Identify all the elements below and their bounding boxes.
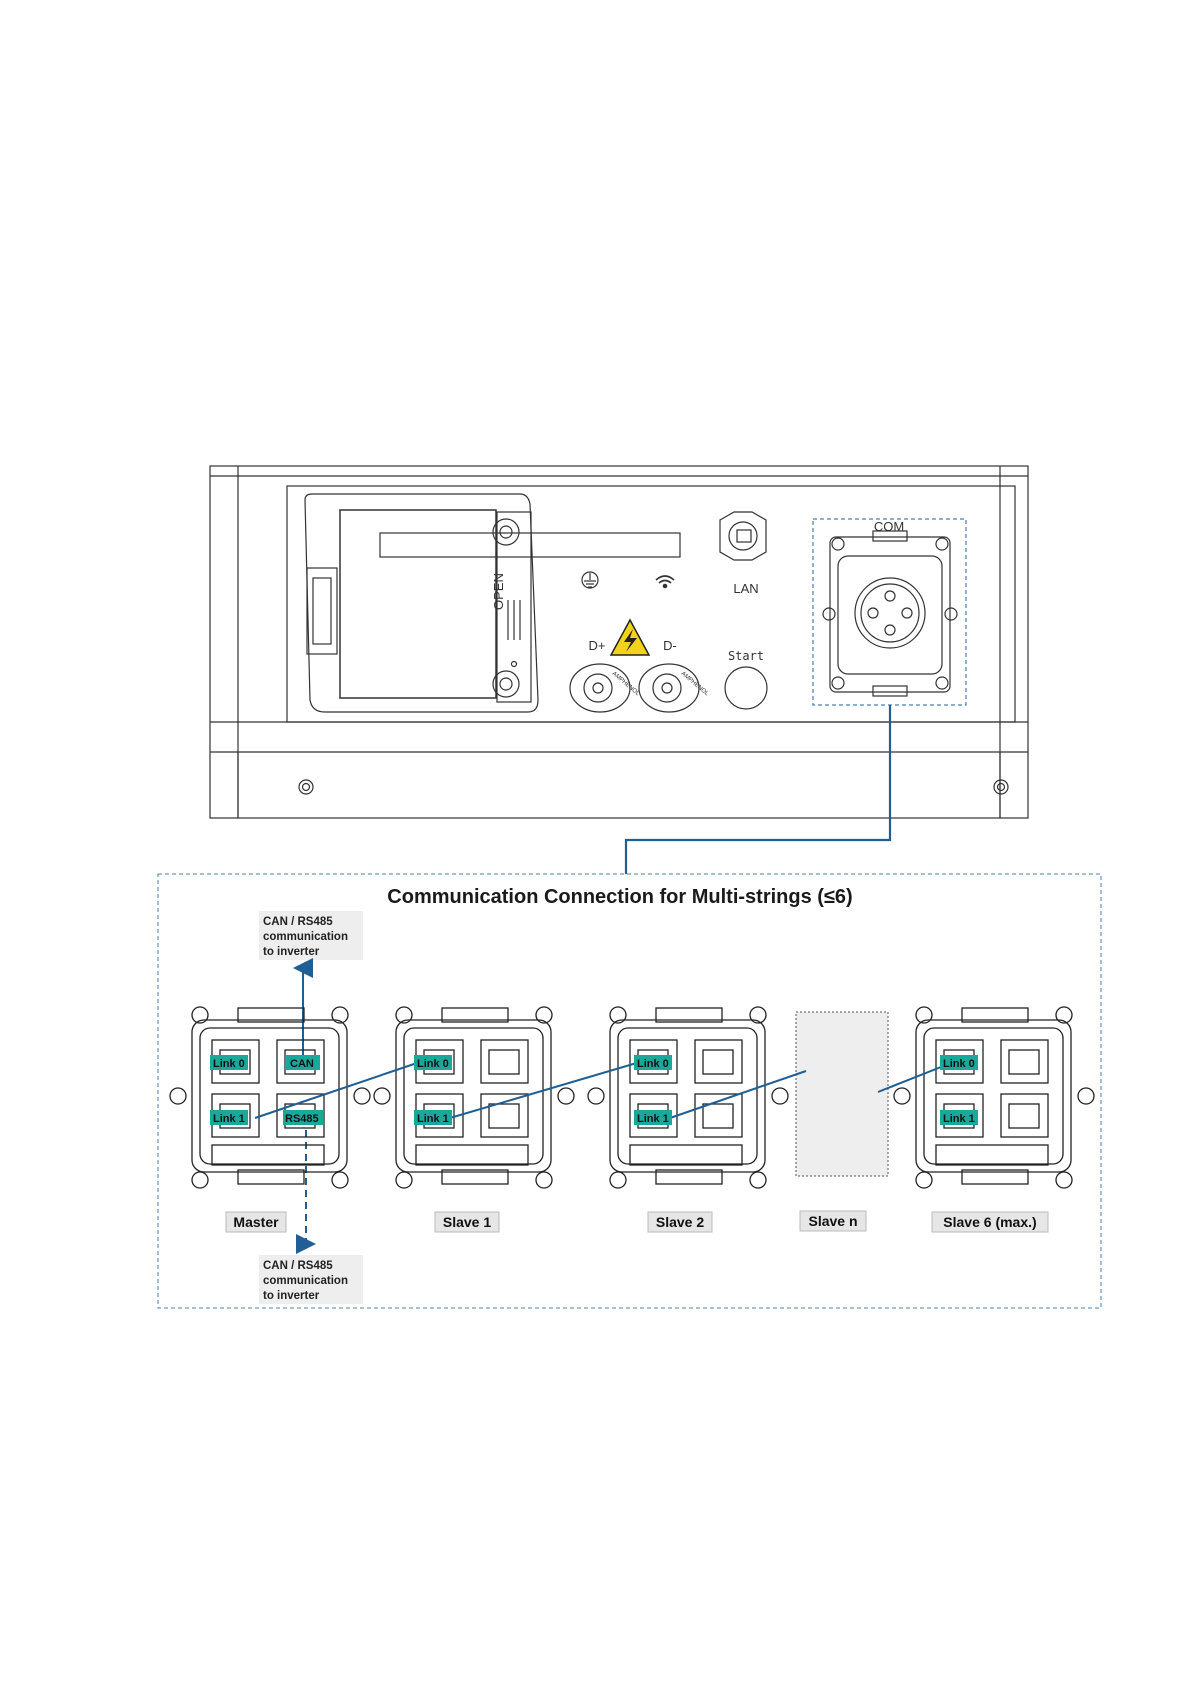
high-voltage-warning-icon: [611, 620, 649, 655]
slave1-link0-tag: Link 0: [417, 1058, 449, 1070]
base-screw-right-icon: [994, 780, 1008, 794]
link-master-to-slave1: [255, 1062, 420, 1118]
slave-n-placeholder: [796, 1012, 888, 1176]
battery-front-panel: OPEN LAN: [210, 466, 1028, 818]
lan-port-gland-icon: [720, 512, 766, 560]
d-minus-label: D-: [663, 638, 677, 653]
master-link1-tag: Link 1: [213, 1113, 245, 1125]
unit-label-slaven: Slave n: [808, 1213, 857, 1229]
unit-label-slave2: Slave 2: [656, 1214, 704, 1230]
display-window: OPEN: [305, 494, 538, 712]
start-button[interactable]: [725, 667, 767, 709]
antenna-bar: [380, 533, 680, 557]
slave1-link1-tag: Link 1: [417, 1113, 449, 1125]
slave2-link1-tag: Link 1: [637, 1113, 669, 1125]
com-connector-icon: [823, 531, 957, 696]
unit-label-slave1: Slave 1: [443, 1214, 491, 1230]
slave6-link0-tag: Link 0: [943, 1058, 975, 1070]
slave6-link1-tag: Link 1: [943, 1113, 975, 1125]
link-slave1-to-slave2: [450, 1062, 640, 1118]
open-label: OPEN: [491, 573, 506, 610]
d-plus-label: D+: [589, 638, 606, 653]
master-rs485-tag: RS485: [285, 1113, 319, 1125]
d-minus-connector-icon: AMPHENOL: [639, 664, 710, 712]
master-can-tag: CAN: [290, 1058, 314, 1070]
slave-6-unit: [894, 1007, 1094, 1188]
slave-1-unit: [374, 1007, 574, 1188]
unit-label-master: Master: [233, 1214, 279, 1230]
lan-label: LAN: [733, 581, 758, 596]
wifi-icon: [656, 576, 674, 588]
com-cable-line: [626, 705, 890, 874]
unit-labels: Master Slave 1 Slave 2 Slave n Slave 6 (…: [226, 1211, 1048, 1232]
d-plus-connector-icon: AMPHENOL: [570, 664, 641, 712]
start-label: Start: [728, 649, 764, 663]
base-screw-left-icon: [299, 780, 313, 794]
master-unit: [170, 1007, 370, 1188]
master-link0-tag: Link 0: [213, 1058, 245, 1070]
com-label: COM: [874, 519, 904, 534]
panel-title: Communication Connection for Multi-strin…: [387, 886, 852, 908]
link-slave2-to-slaven: [670, 1071, 806, 1118]
ground-icon: [582, 572, 598, 588]
unit-label-slave6: Slave 6 (max.): [943, 1214, 1036, 1230]
slave-2-unit: [588, 1007, 788, 1188]
display-hinge: [307, 568, 337, 654]
slave2-link0-tag: Link 0: [637, 1058, 669, 1070]
